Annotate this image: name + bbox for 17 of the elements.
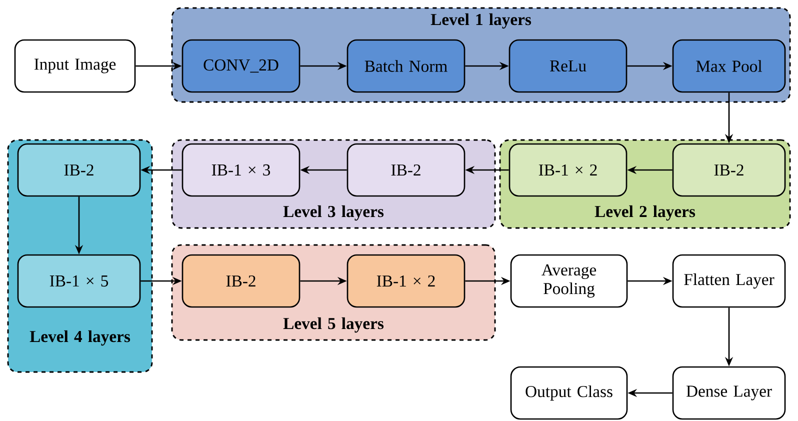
layer-box: IB-2	[182, 254, 300, 308]
layer-box: Dense Layer	[672, 366, 786, 420]
layer-box: Input Image	[14, 39, 136, 93]
layer-box: IB-1 × 2	[346, 254, 466, 308]
layer-box: Output Class	[510, 366, 628, 420]
layer-box: Average Pooling	[510, 254, 628, 308]
layer-box: IB-2	[17, 143, 141, 197]
layer-box: IB-1 × 2	[508, 143, 628, 197]
layer-box: IB-1 × 5	[17, 254, 141, 308]
layer-box: IB-2	[346, 143, 466, 197]
layer-box: Flatten Layer	[672, 254, 786, 308]
layer-box: CONV_2D	[182, 39, 300, 93]
layer-box: Max Pool	[672, 39, 786, 93]
layer-box: IB-2	[672, 143, 786, 197]
layer-box: ReLu	[508, 39, 628, 93]
layer-box: Batch Norm	[346, 39, 466, 93]
layer-box: IB-1 × 3	[182, 143, 300, 197]
